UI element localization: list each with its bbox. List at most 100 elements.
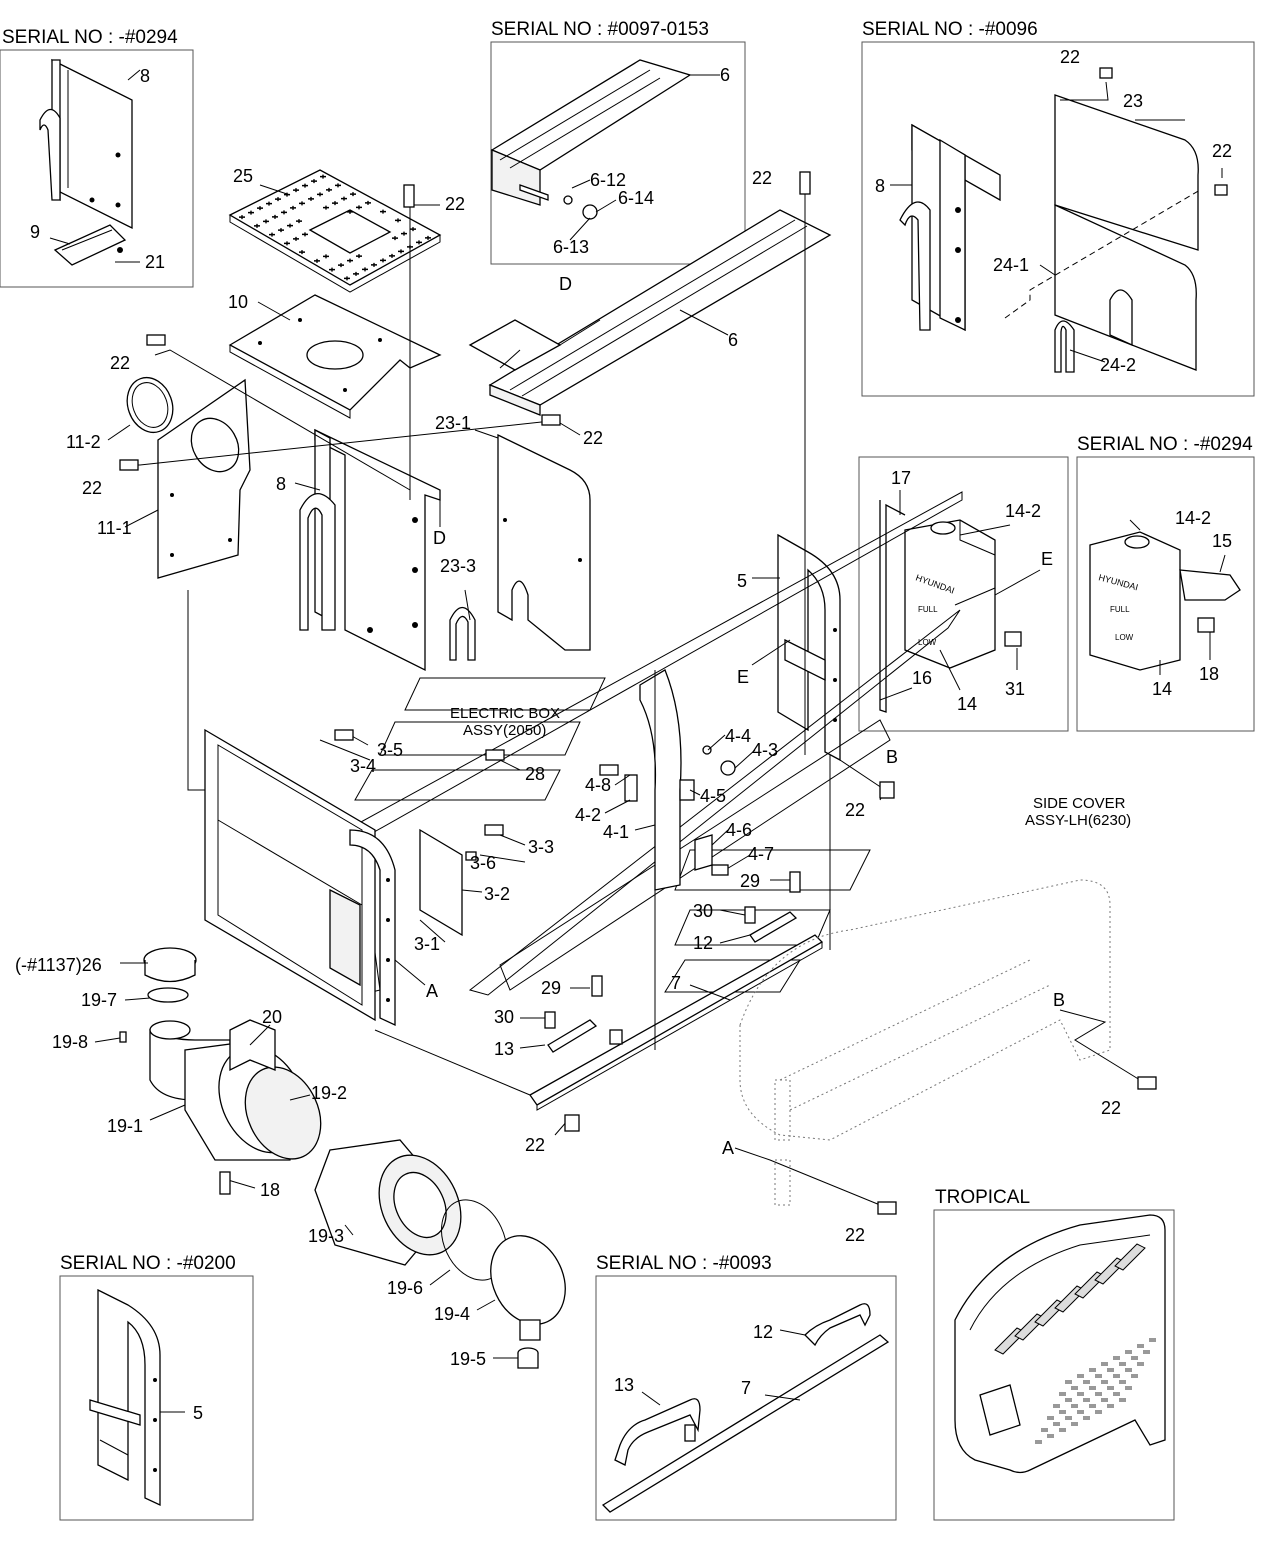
- part-label: 30: [494, 1007, 514, 1027]
- bracket-5-variant: [89, 1288, 161, 1507]
- part-label: 5: [737, 571, 747, 591]
- part-label: D: [433, 528, 446, 548]
- part-label: 9: [30, 222, 40, 242]
- channel-6-variant: [490, 59, 692, 220]
- part-label: 6-12: [590, 170, 626, 190]
- reservoir-tank-14: HYUNDAI FULL LOW: [879, 500, 1022, 713]
- part-label: 24-2: [1100, 355, 1136, 375]
- part-label: 22: [583, 428, 603, 448]
- tank-variant-low-text: LOW: [1115, 633, 1134, 642]
- part-label: 22: [110, 353, 130, 373]
- u-strap-23-3: [449, 606, 476, 661]
- side-cover-caption: SIDE COVER: [1033, 795, 1126, 812]
- bracket-9-small: [53, 224, 127, 266]
- part-label: 17: [891, 468, 911, 488]
- part-label: 11-1: [97, 518, 132, 538]
- part-label: 19-3: [308, 1226, 344, 1246]
- part-label: 19-4: [434, 1304, 470, 1324]
- panel-23-1: [497, 433, 591, 651]
- part-label: 22: [82, 478, 102, 498]
- part-label: A: [426, 981, 438, 1001]
- part-label: 29: [541, 978, 561, 998]
- part-label: 15: [1212, 531, 1232, 551]
- part-label: 3-6: [470, 853, 496, 873]
- part-label: (-#1137)26: [15, 955, 102, 975]
- electric-box-caption: ELECTRIC BOX: [450, 705, 560, 722]
- part-label: 3-3: [528, 837, 554, 857]
- part-label: 22: [1212, 141, 1232, 161]
- part-label: 11-2: [66, 432, 101, 452]
- part-label: 23-3: [440, 556, 476, 576]
- part-label: B: [886, 747, 898, 767]
- serial-title-d: SERIAL NO : -#0294: [1077, 434, 1253, 455]
- part-label: 23-1: [435, 413, 471, 433]
- panel-24-variant: [1004, 189, 1201, 373]
- part-label: 22: [445, 194, 465, 214]
- part-label: 18: [260, 1180, 280, 1200]
- part-label: 6: [720, 65, 730, 85]
- front-frame-3-1: [204, 728, 396, 1027]
- part-label: 19-8: [52, 1032, 88, 1052]
- bracket-8-variant: [899, 123, 1001, 332]
- reservoir-tank-14-variant: HYUNDAI FULL LOW: [1089, 531, 1241, 671]
- part-label: 22: [1060, 47, 1080, 67]
- part-label: 3-1: [414, 934, 440, 954]
- side-cover-caption-2: ASSY-LH(6230): [1025, 812, 1131, 829]
- part-label: 6-13: [553, 237, 589, 257]
- handle-13: [547, 1019, 598, 1053]
- tank-variant-full-text: FULL: [1110, 605, 1130, 614]
- bar-7-variant: [601, 1303, 890, 1513]
- part-label: 7: [671, 973, 681, 993]
- support-4-1: [624, 669, 736, 891]
- part-label: 19-7: [81, 990, 117, 1010]
- part-label: 10: [228, 292, 248, 312]
- part-label: 22: [752, 168, 772, 188]
- part-label: 20: [262, 1007, 282, 1027]
- ring-11-2: [126, 376, 174, 434]
- part-label: 14: [957, 694, 977, 714]
- part-label: 19-1: [107, 1116, 143, 1136]
- part-label: 19-5: [450, 1349, 486, 1369]
- serial-title-e: SERIAL NO : -#0200: [60, 1253, 236, 1274]
- part-label: 4-3: [752, 740, 778, 760]
- air-cleaner-assembly: [119, 947, 566, 1369]
- tropical-vents: [994, 1243, 1156, 1444]
- part-label: 30: [693, 901, 713, 921]
- side-cover-ghost: [739, 879, 1111, 1206]
- part-label: 8: [875, 176, 885, 196]
- part-label: 4-2: [575, 805, 601, 825]
- part-label: B: [1053, 990, 1065, 1010]
- part-label: 14-2: [1175, 508, 1211, 528]
- part-label: 8: [276, 474, 286, 494]
- panel-23-variant: [1054, 94, 1199, 251]
- tank-low-text: LOW: [918, 638, 937, 647]
- channel-6: [468, 209, 832, 416]
- tank-full-text: FULL: [918, 605, 938, 614]
- serial-box-frames: [0, 41, 1255, 1521]
- part-label: 4-6: [726, 820, 752, 840]
- part-label: E: [737, 667, 749, 687]
- handle-12: [749, 911, 798, 943]
- part-label: 4-4: [725, 726, 751, 746]
- part-label: 28: [525, 764, 545, 784]
- serial-title-c: SERIAL NO : -#0096: [862, 19, 1038, 40]
- part-label: D: [559, 274, 572, 294]
- grille-plate-25: [228, 169, 442, 293]
- part-label: 5: [193, 1403, 203, 1423]
- part-label: 6: [728, 330, 738, 350]
- part-label: 16: [912, 668, 932, 688]
- part-label: 12: [753, 1322, 773, 1342]
- part-label: 14: [1152, 679, 1172, 699]
- part-label: 6-14: [618, 188, 654, 208]
- part-label: 12: [693, 933, 713, 953]
- bracket-5: [777, 533, 841, 762]
- electric-box-caption-2: ASSY(2050): [463, 722, 546, 739]
- bolt-22-variant: [1099, 67, 1228, 196]
- part-label: 21: [145, 252, 165, 272]
- leader-lines: [49, 69, 1226, 1413]
- part-label: 14-2: [1005, 501, 1041, 521]
- part-label: 22: [845, 800, 865, 820]
